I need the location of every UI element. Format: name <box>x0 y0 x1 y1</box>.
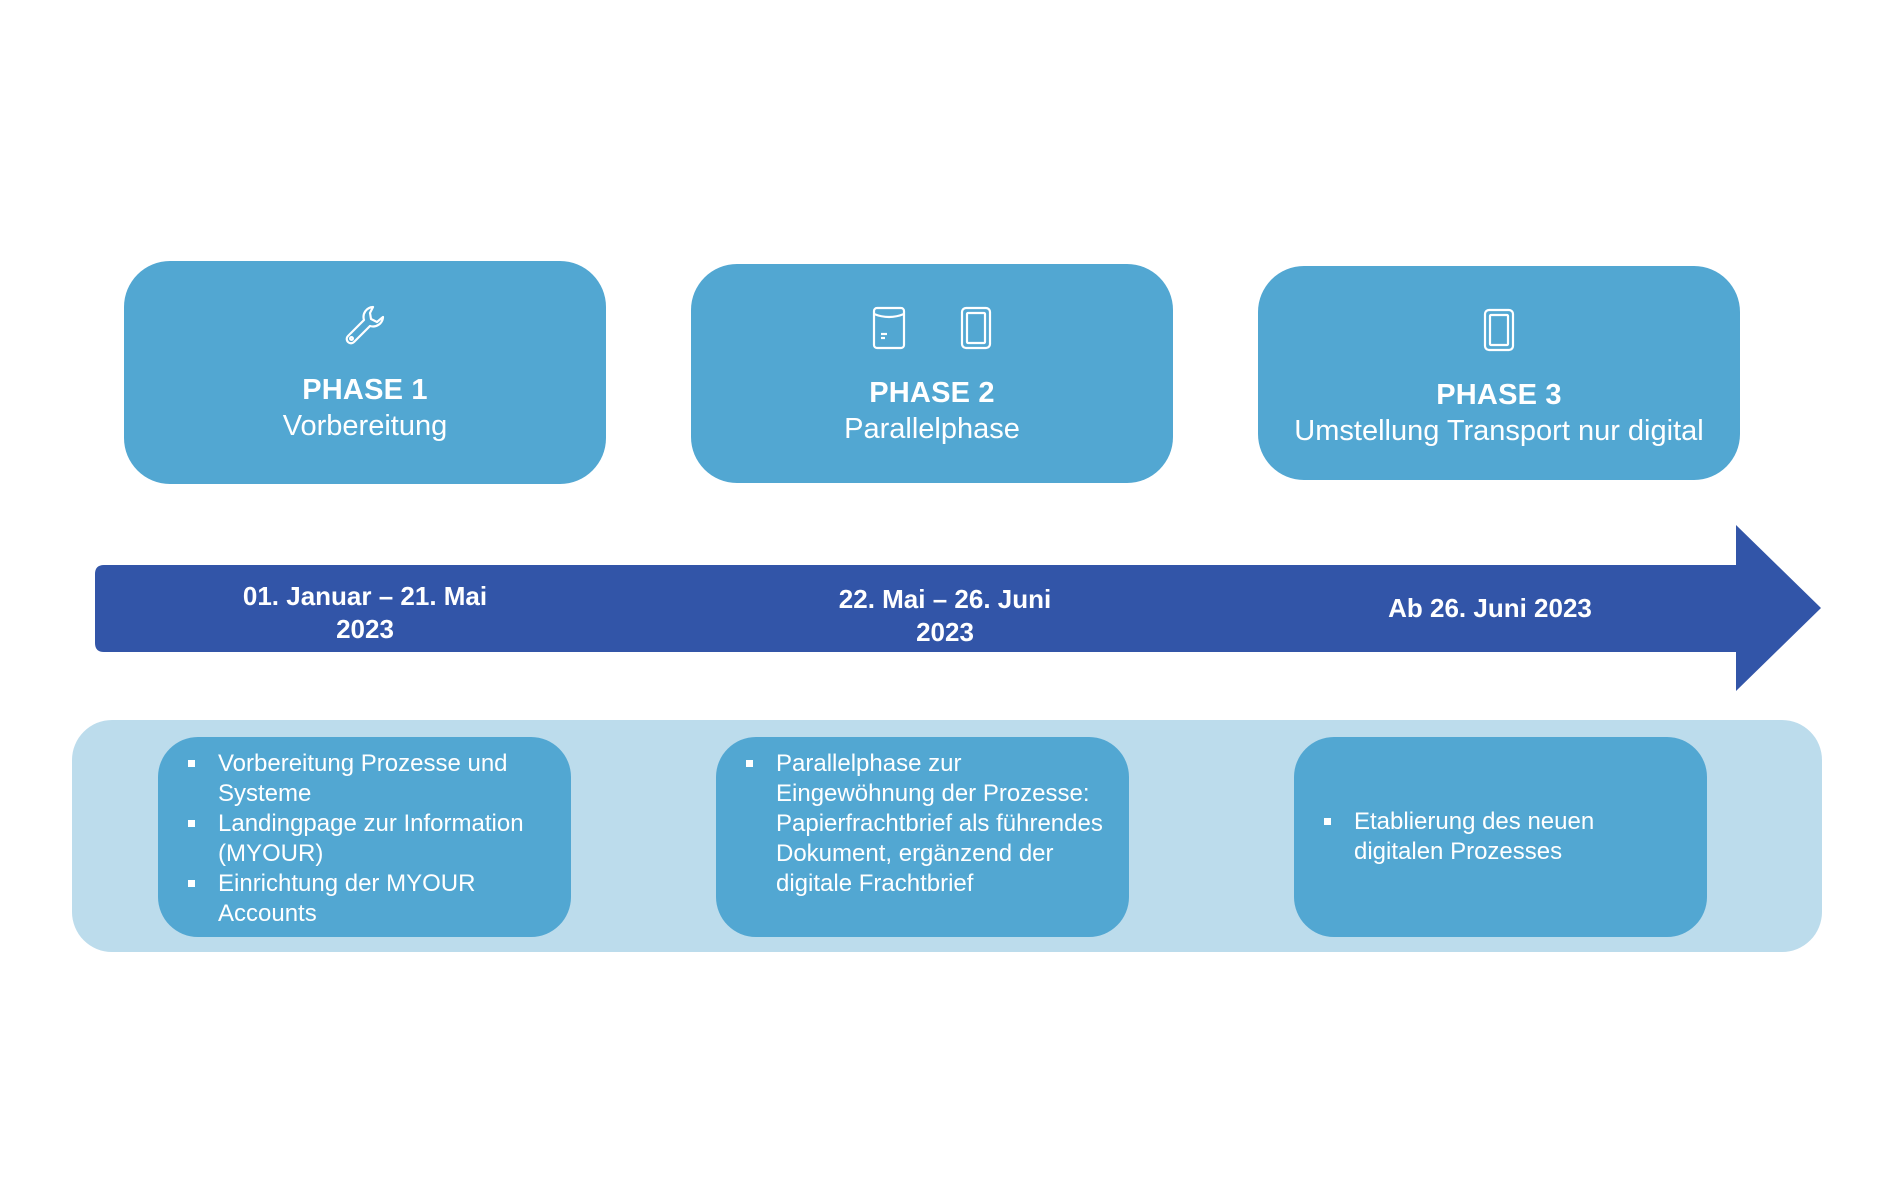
paper-document-icon <box>871 305 907 351</box>
detail-text: Landingpage zur Information (MYOUR) <box>218 810 524 867</box>
list-item: Einrichtung der MYOUR Accounts <box>188 869 557 929</box>
detail-text: Einrichtung der MYOUR Accounts <box>218 870 476 927</box>
phase-3-subtitle: Umstellung Transport nur digital <box>1294 415 1704 447</box>
tablet-icon <box>1482 307 1516 353</box>
phase-2-details: Parallelphase zur Eingewöhnung der Proze… <box>716 737 1129 937</box>
detail-text: Parallelphase zur Eingewöhnung der Proze… <box>776 750 1103 897</box>
tablet-icon <box>959 305 993 351</box>
phase-2-detail-list: Parallelphase zur Eingewöhnung der Proze… <box>746 749 1123 899</box>
list-item: Parallelphase zur Eingewöhnung der Proze… <box>746 749 1123 899</box>
phase-3-date: Ab 26. Juni 2023 <box>1388 593 1592 623</box>
phase-3-details: Etablierung des neuen digitalen Prozesse… <box>1294 737 1707 937</box>
phase-3-icons <box>1258 304 1740 356</box>
phase-2-date: 22. Mai – 26. Juni 2023 <box>838 584 1052 647</box>
detail-text: Etablierung des neuen digitalen Prozesse… <box>1354 808 1595 865</box>
phase-2-box: PHASE 2 Parallelphase <box>691 264 1173 483</box>
bullet-icon <box>1324 818 1331 825</box>
phase-1-detail-list: Vorbereitung Prozesse und Systeme Landin… <box>188 749 557 929</box>
phase-1-details: Vorbereitung Prozesse und Systeme Landin… <box>158 737 571 937</box>
wrench-icon <box>342 302 388 348</box>
bullet-icon <box>188 880 195 887</box>
phase-1-date: 01. Januar – 21. Mai 2023 <box>242 581 488 644</box>
list-item: Vorbereitung Prozesse und Systeme <box>188 749 557 809</box>
bullet-icon <box>188 760 195 767</box>
phase-2-subtitle: Parallelphase <box>844 413 1020 445</box>
bullet-icon <box>188 820 195 827</box>
phase-3-detail-list: Etablierung des neuen digitalen Prozesse… <box>1324 807 1667 867</box>
list-item: Etablierung des neuen digitalen Prozesse… <box>1324 807 1667 867</box>
bullet-icon <box>746 760 753 767</box>
phase-2-icons <box>691 302 1173 354</box>
phase-2-title: PHASE 2 <box>869 377 995 409</box>
phase-1-box: PHASE 1 Vorbereitung <box>124 261 606 484</box>
phase-1-title: PHASE 1 <box>302 374 428 406</box>
timeline-arrow-shape <box>95 525 1821 691</box>
phase-3-box: PHASE 3 Umstellung Transport nur digital <box>1258 266 1740 480</box>
phase-1-icons <box>124 299 606 351</box>
detail-text: Vorbereitung Prozesse und Systeme <box>218 750 508 807</box>
phase-1-subtitle: Vorbereitung <box>282 410 448 442</box>
phase-3-title: PHASE 3 <box>1436 379 1562 411</box>
list-item: Landingpage zur Information (MYOUR) <box>188 809 557 869</box>
